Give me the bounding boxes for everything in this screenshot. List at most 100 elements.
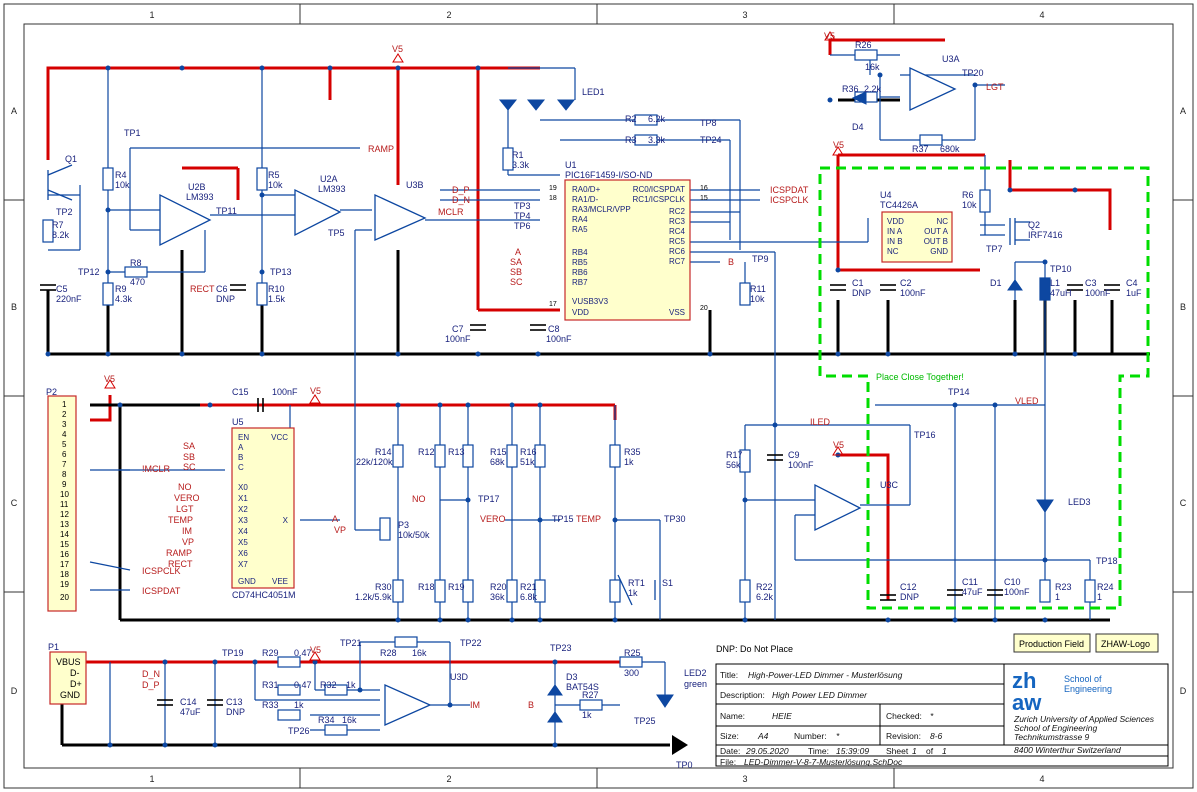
vled-label: VLED	[1015, 396, 1039, 406]
tp3-label: TP3	[514, 201, 531, 211]
c12-value: DNP	[900, 592, 919, 602]
u1-pin-ra0: RA0/D+	[572, 185, 601, 194]
r15-body	[506, 444, 518, 468]
r25-value: 300	[624, 668, 639, 678]
zhaw-logo-box	[1095, 633, 1159, 653]
u1-pin-vusb: VUSB3V3	[572, 297, 609, 306]
r27-value: 1k	[582, 710, 592, 720]
r26-label: R26	[855, 40, 872, 50]
u1-pin-ra3: RA3/MCLR/VPP	[572, 205, 631, 214]
r21-label: R21	[520, 582, 537, 592]
u5-pin-gnd: GND	[238, 577, 256, 586]
p1-body	[49, 651, 87, 705]
r15-value: 68k	[490, 457, 505, 467]
d3-lower-symbol	[547, 711, 563, 723]
r16-value: 51k	[520, 457, 535, 467]
zone-labels: 1 2 3 4 1 2 3 4 A B C D A B C D	[11, 10, 1187, 784]
tb-of: 1	[942, 746, 947, 756]
u1-pnum-20: 20	[700, 305, 708, 312]
p2-pin-17: 17	[60, 560, 69, 569]
u1-body	[564, 179, 691, 321]
zone-row-c-right: C	[1180, 498, 1187, 508]
u1-pin-rc5: RC5	[669, 237, 686, 246]
tb-number: *	[836, 731, 840, 741]
r34-value: 16k	[342, 715, 357, 725]
p3-body	[379, 517, 391, 541]
led1-r-symbol	[498, 99, 518, 111]
tp24-label: TP24	[700, 135, 722, 145]
r3-label: R3	[625, 135, 637, 145]
v5-label-5: V5	[833, 140, 844, 150]
tb-desc: High Power LED Dimmer	[772, 690, 868, 700]
tp26-label: TP26	[288, 726, 310, 736]
r5-value: 10k	[268, 180, 283, 190]
signal-wires	[48, 54, 1091, 745]
r19-label: R19	[448, 582, 465, 592]
r29-value: 0.47	[294, 648, 312, 658]
led2-color: green	[684, 679, 707, 689]
sa-rb5-label: SA	[510, 257, 522, 267]
tb-number-label: Number:	[794, 731, 827, 741]
c9-value: 100nF	[788, 460, 814, 470]
r30-body	[392, 579, 404, 603]
r31-label: R31	[262, 680, 279, 690]
u4-label: U4	[880, 190, 892, 200]
p2-pin-6: 6	[62, 450, 67, 459]
title-block-text: Title: High-Power-LED Dimmer - Musterlös…	[720, 670, 947, 767]
zone-col-2: 2	[446, 10, 451, 20]
r30-value: 1.2k/5.9k	[355, 592, 392, 602]
u1-pin-rc2: RC2	[669, 207, 686, 216]
u5-in-lgt: LGT	[176, 504, 194, 514]
zone-col-1-bottom: 1	[149, 774, 154, 784]
r22-body	[739, 579, 751, 603]
p2-pin-5: 5	[62, 440, 67, 449]
u5-pin-en: EN	[238, 433, 249, 442]
u5-pin-x2: X2	[238, 505, 248, 514]
r26-body	[854, 49, 878, 61]
u5-pin-c: C	[238, 463, 244, 472]
r6-value: 10k	[962, 200, 977, 210]
tp8-label: TP8	[700, 118, 717, 128]
ground-rails	[46, 98, 1150, 747]
u3d-triangle	[384, 683, 432, 727]
p2-label: P2	[46, 387, 57, 397]
r16-body	[534, 444, 546, 468]
v5-arrow-4	[824, 31, 836, 41]
c8-value: 100nF	[546, 334, 572, 344]
d3-label: D3	[566, 672, 578, 682]
u1-pin-rb4: RB4	[572, 248, 588, 257]
zone-row-a: A	[11, 106, 17, 116]
c5-value: 220nF	[56, 294, 82, 304]
sb-u5-label: SB	[183, 452, 195, 462]
r10-value: 1.5k	[268, 294, 286, 304]
r27-label: R27	[582, 690, 599, 700]
v5-label-3: V5	[310, 386, 321, 396]
zone-col-4-bottom: 4	[1039, 774, 1044, 784]
tp10-label: TP10	[1050, 264, 1072, 274]
u5-pin-vee: VEE	[272, 577, 288, 586]
u5-label: U5	[232, 417, 244, 427]
v5-label-4: V5	[824, 31, 835, 41]
u4-body	[881, 211, 953, 263]
a-rb4-label: A	[515, 247, 521, 257]
u1-pin-rb5: RB5	[572, 258, 588, 267]
r20-body	[506, 579, 518, 603]
c9-label: C9	[788, 450, 800, 460]
v5-arrow-2	[104, 379, 116, 389]
u5-pins: EN A B C X0 X1 X2 X3 X4 X5 X6 X7 GND VCC…	[238, 433, 289, 586]
r5-label: R5	[268, 170, 280, 180]
u3a-triangle	[909, 66, 957, 112]
u1-pnum-15: 15	[700, 195, 708, 202]
u1-pin-ra4: RA4	[572, 215, 588, 224]
zhaw-addr2: School of Engineering	[1014, 723, 1097, 733]
c2-value: 100nF	[900, 288, 926, 298]
u4-pin-outa: OUT A	[924, 227, 949, 236]
icspdat-connector-label: ICSPDAT	[142, 586, 181, 596]
p2-pin-10: 10	[60, 490, 69, 499]
c12-label: C12	[900, 582, 917, 592]
icspdat-right-label: ICSPDAT	[770, 185, 809, 195]
u5-pin-x3: X3	[238, 516, 248, 525]
ground-tp0-symbol	[672, 735, 688, 755]
diodes	[498, 91, 1054, 723]
u5-in-vp: VP	[182, 537, 194, 547]
